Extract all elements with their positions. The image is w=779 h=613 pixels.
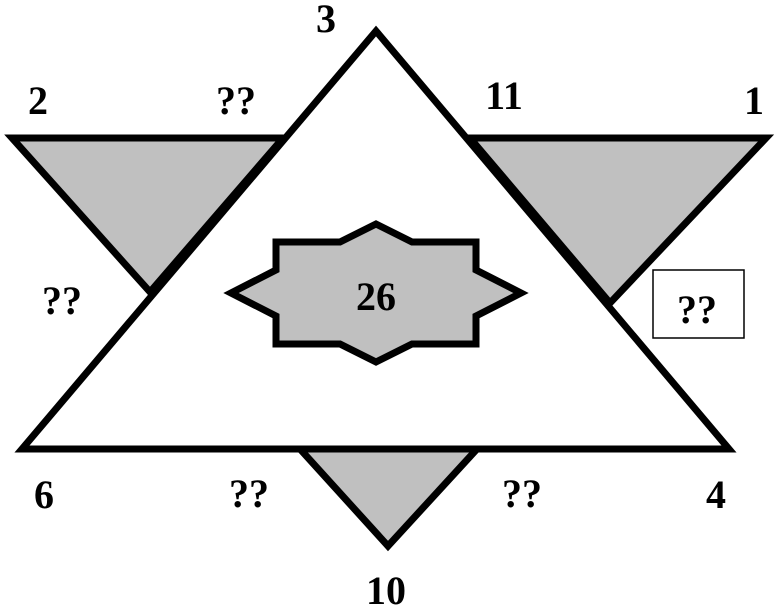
label-right-middle-boxed: ?? xyxy=(677,287,717,332)
label-top-left-corner: 2 xyxy=(28,78,48,123)
label-top-vertex: 3 xyxy=(316,0,336,41)
label-top-left-edge: ?? xyxy=(216,78,256,123)
shaded-triangle-bottom xyxy=(292,445,485,552)
answer-box[interactable] xyxy=(652,269,745,339)
label-bottom-right-edge: ?? xyxy=(502,471,542,516)
center-star-shape xyxy=(223,220,529,366)
label-top-right-corner: 1 xyxy=(744,78,764,123)
label-bottom-left-edge: ?? xyxy=(229,471,269,516)
label-bottom-left-corner: 6 xyxy=(34,472,54,517)
label-bottom-right-corner: 4 xyxy=(706,472,726,517)
label-left-middle: ?? xyxy=(42,278,82,323)
label-top-right-edge: 11 xyxy=(485,73,523,118)
label-bottom-vertex: 10 xyxy=(366,568,406,613)
label-center-value: 26 xyxy=(356,274,396,319)
